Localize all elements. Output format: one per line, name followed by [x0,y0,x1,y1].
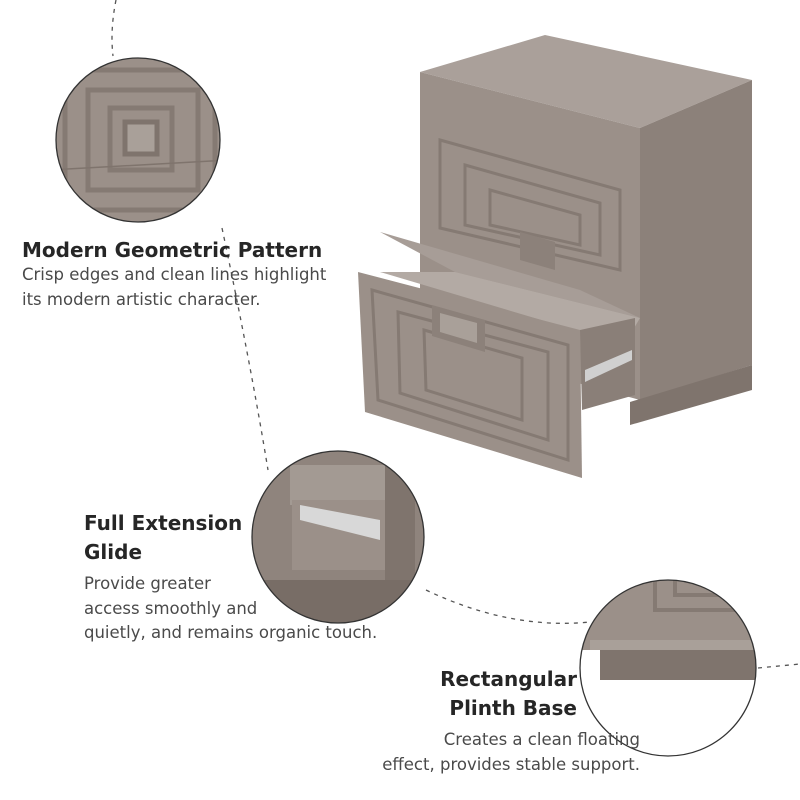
description-line: Crisp edges and clean lines highlight [22,265,327,284]
description-line: Creates a clean floating [443,730,640,749]
dashed-connector-lines [111,0,800,669]
title-line: Plinth Base [449,696,577,720]
description-line: Provide greater [84,574,211,593]
description-line: its modern artistic character. [22,289,261,309]
description-line: quietly, and remains organic touch. [84,623,378,642]
feature-title: Full Extension Glide [84,509,242,567]
detail-circle-glide [251,450,425,624]
title-line: Glide [84,540,143,564]
feature-description: Crisp edges and clean lines highlight it… [22,263,326,312]
detail-circle-geometric-pattern [55,57,221,223]
feature-description: Provide greater access smoothly and quie… [84,572,377,646]
description-line: effect, provides stable support. [382,754,640,774]
feature-title: Modern Geometric Pattern [22,238,323,262]
description-line: access smoothly and [84,598,258,618]
feature-title: Rectangular Plinth Base [440,665,577,723]
nightstand [358,35,752,478]
title-line: Full Extension [84,511,243,535]
title-line: Rectangular [440,667,577,691]
feature-description: Creates a clean floating effect, provide… [382,728,640,777]
